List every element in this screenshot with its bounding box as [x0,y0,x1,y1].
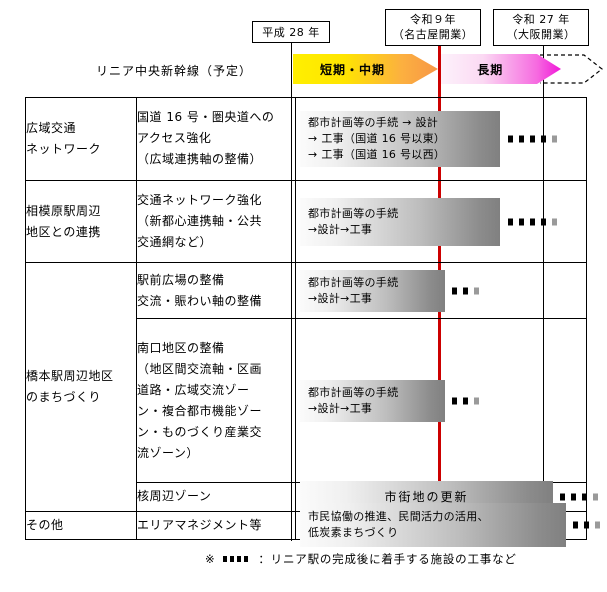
dot [573,521,578,529]
bar-wrap: 都市計画等の手続 →設計→工事 [296,319,586,482]
year-marker-reiwa27: 令和 27 年 （大阪開業） [493,9,589,46]
schedule-table: 広域交通 ネットワーク 国道 16 号・圏央道への アクセス強化 （広域連携軸の… [25,97,600,548]
dot [571,493,576,501]
post-station-dots [452,287,485,295]
dot [474,287,479,295]
dot [519,135,524,143]
post-station-dots [573,521,606,529]
footnote-prefix: ※ [205,552,216,566]
dot [243,555,248,562]
dot [593,493,598,501]
bar-cell-station-plaza: 都市計画等の手続 →設計→工事 [295,262,587,319]
footnote-dots-legend-icon [222,555,251,562]
gantt-bar-label: 都市計画等の手続 →設計→工事 [308,275,399,305]
bar-cell-south-exit: 都市計画等の手続 →設計→工事 [295,317,587,484]
gantt-bar: 都市計画等の手続 →設計→工事 [300,379,479,422]
table-row: 広域交通 ネットワーク 国道 16 号・圏央道への アクセス強化 （広域連携軸の… [25,97,587,181]
year-marker-reiwa9: 令和９年 （名古屋開業） [385,9,481,46]
year-marker-heisei28-line1: 平成 28 年 [262,26,320,39]
dot [229,555,234,562]
table-row: 南口地区の整備 （地区間交流軸・区画 道路・広域交流ゾー ン・複合都市機能ゾー … [26,317,587,484]
bar-wrap: 市民協働の推進、民間活力の活用、 低炭素まちづくり [296,503,600,548]
bar-cell-route16: 都市計画等の手続 → 設計 → 工事（国道 16 号以東） → 工事（国道 16… [295,97,587,181]
item-label: 核周辺ゾーン [137,489,212,504]
dot [452,287,457,295]
gantt-bar-label: 市街地の更新 [384,489,469,504]
gantt-bar-label: 市民協働の推進、民間活力の活用、 低炭素まちづくり [308,510,489,540]
item-cell-core-zone: 核周辺ゾーン [136,482,296,512]
timeline-header-label: リニア中央新幹線（予定） [96,64,253,78]
table-row: 橋本駅周辺地区 のまちづくり 駅前広場の整備 交流・賑わい軸の整備 都市計画等の… [25,262,587,512]
table-row: 相模原駅周辺 地区との連携 交通ネットワーク強化 （新都心連携軸・公共 交通網な… [25,179,587,264]
item-label: 国道 16 号・圏央道への アクセス強化 （広域連携軸の整備） [137,110,275,167]
dot [530,135,535,143]
category-cell-wide-transport: 広域交通 ネットワーク [25,97,137,181]
gantt-bar: 都市計画等の手続 →設計→工事 [300,269,479,312]
dot [552,135,557,143]
phase-arrow-long-label: 長期 [477,62,504,77]
dot [452,397,457,405]
phase-arrow-dashed-continuation-icon [540,54,603,84]
dot [530,218,535,226]
bar-wrap: 都市計画等の手続 → 設計 → 工事（国道 16 号以東） → 工事（国道 16… [296,98,586,180]
footnote: ※ ：リニア駅の完成後に着手する施設の工事など [205,551,517,567]
bar-cell-area-management: 市民協働の推進、民間活力の活用、 低炭素まちづくり [295,503,600,548]
post-station-dots [452,397,485,405]
phase-arrow-short-mid-label: 短期・中期 [319,62,385,77]
item-cell-area-management: エリアマネジメント等 [136,510,296,541]
dot [584,521,589,529]
dot [508,135,513,143]
post-station-dots [560,493,604,501]
phase-arrow-short-mid: 短期・中期 [293,54,438,84]
category-cell-sagamihara-link: 相模原駅周辺 地区との連携 [25,179,137,264]
dot [541,135,546,143]
item-label: 駅前広場の整備 交流・賑わい軸の整備 [137,272,263,308]
year-marker-heisei28: 平成 28 年 [252,21,330,43]
table-row: その他 エリアマネジメント等 市民協働の推進、民間活力の活用、 低炭素まちづくり [25,503,600,548]
category-label: 相模原駅周辺 地区との連携 [26,203,102,239]
item-label: 交通ネットワーク強化 （新都心連携軸・公共 交通網など） [137,193,263,250]
bar-wrap: 都市計画等の手続 →設計→工事 [296,263,586,318]
gantt-bar: 市民協働の推進、民間活力の活用、 低炭素まちづくり [300,503,600,548]
item-cell-route16: 国道 16 号・圏央道への アクセス強化 （広域連携軸の整備） [136,97,296,181]
dot [222,555,227,562]
gantt-bar-label: 都市計画等の手続 →設計→工事 [308,206,399,236]
category-label: 広域交通 ネットワーク [26,120,102,156]
bar-cell-transport-network: 都市計画等の手続 →設計→工事 [295,179,587,264]
post-station-dots [508,135,563,143]
category-cell-hashimoto-machizukuri: 橋本駅周辺地区 のまちづくり [25,262,137,512]
dot [541,218,546,226]
item-cell-south-exit: 南口地区の整備 （地区間交流軸・区画 道路・広域交流ゾー ン・複合都市機能ゾー … [136,317,296,484]
dot [463,397,468,405]
footnote-text: ：リニア駅の完成後に着手する施設の工事など [258,552,517,566]
bar-wrap: 都市計画等の手続 →設計→工事 [296,181,586,263]
gantt-bar-label: 都市計画等の手続 →設計→工事 [308,385,399,415]
gantt-bar: 都市計画等の手続 → 設計 → 工事（国道 16 号以東） → 工事（国道 16… [300,110,557,167]
dot [508,218,513,226]
year-marker-reiwa27-line2: （大阪開業） [506,28,576,41]
dot [519,218,524,226]
category-cell-other: その他 [25,510,137,541]
dot [582,493,587,501]
category-label: その他 [26,517,64,532]
dot [595,521,600,529]
dot [463,287,468,295]
item-label: 南口地区の整備 （地区間交流軸・区画 道路・広域交流ゾー ン・複合都市機能ゾー … [137,340,263,460]
gantt-bar-label: 都市計画等の手続 → 設計 → 工事（国道 16 号以東） → 工事（国道 16… [308,115,446,161]
dot [474,397,479,405]
year-marker-reiwa9-line2: （名古屋開業） [392,28,474,41]
item-label: エリアマネジメント等 [137,517,263,532]
category-label: 橋本駅周辺地区 のまちづくり [26,368,114,404]
dot [560,493,565,501]
dot [236,555,241,562]
phase-arrow-long: 長期 [441,54,561,84]
dot [552,218,557,226]
item-cell-transport-network: 交通ネットワーク強化 （新都心連携軸・公共 交通網など） [136,179,296,264]
year-marker-reiwa27-line1: 令和 27 年 [512,13,570,26]
item-cell-station-plaza: 駅前広場の整備 交流・賑わい軸の整備 [136,262,296,319]
post-station-dots [508,218,563,226]
gantt-bar: 都市計画等の手続 →設計→工事 [300,197,557,246]
year-marker-reiwa9-line1: 令和９年 [410,13,456,26]
